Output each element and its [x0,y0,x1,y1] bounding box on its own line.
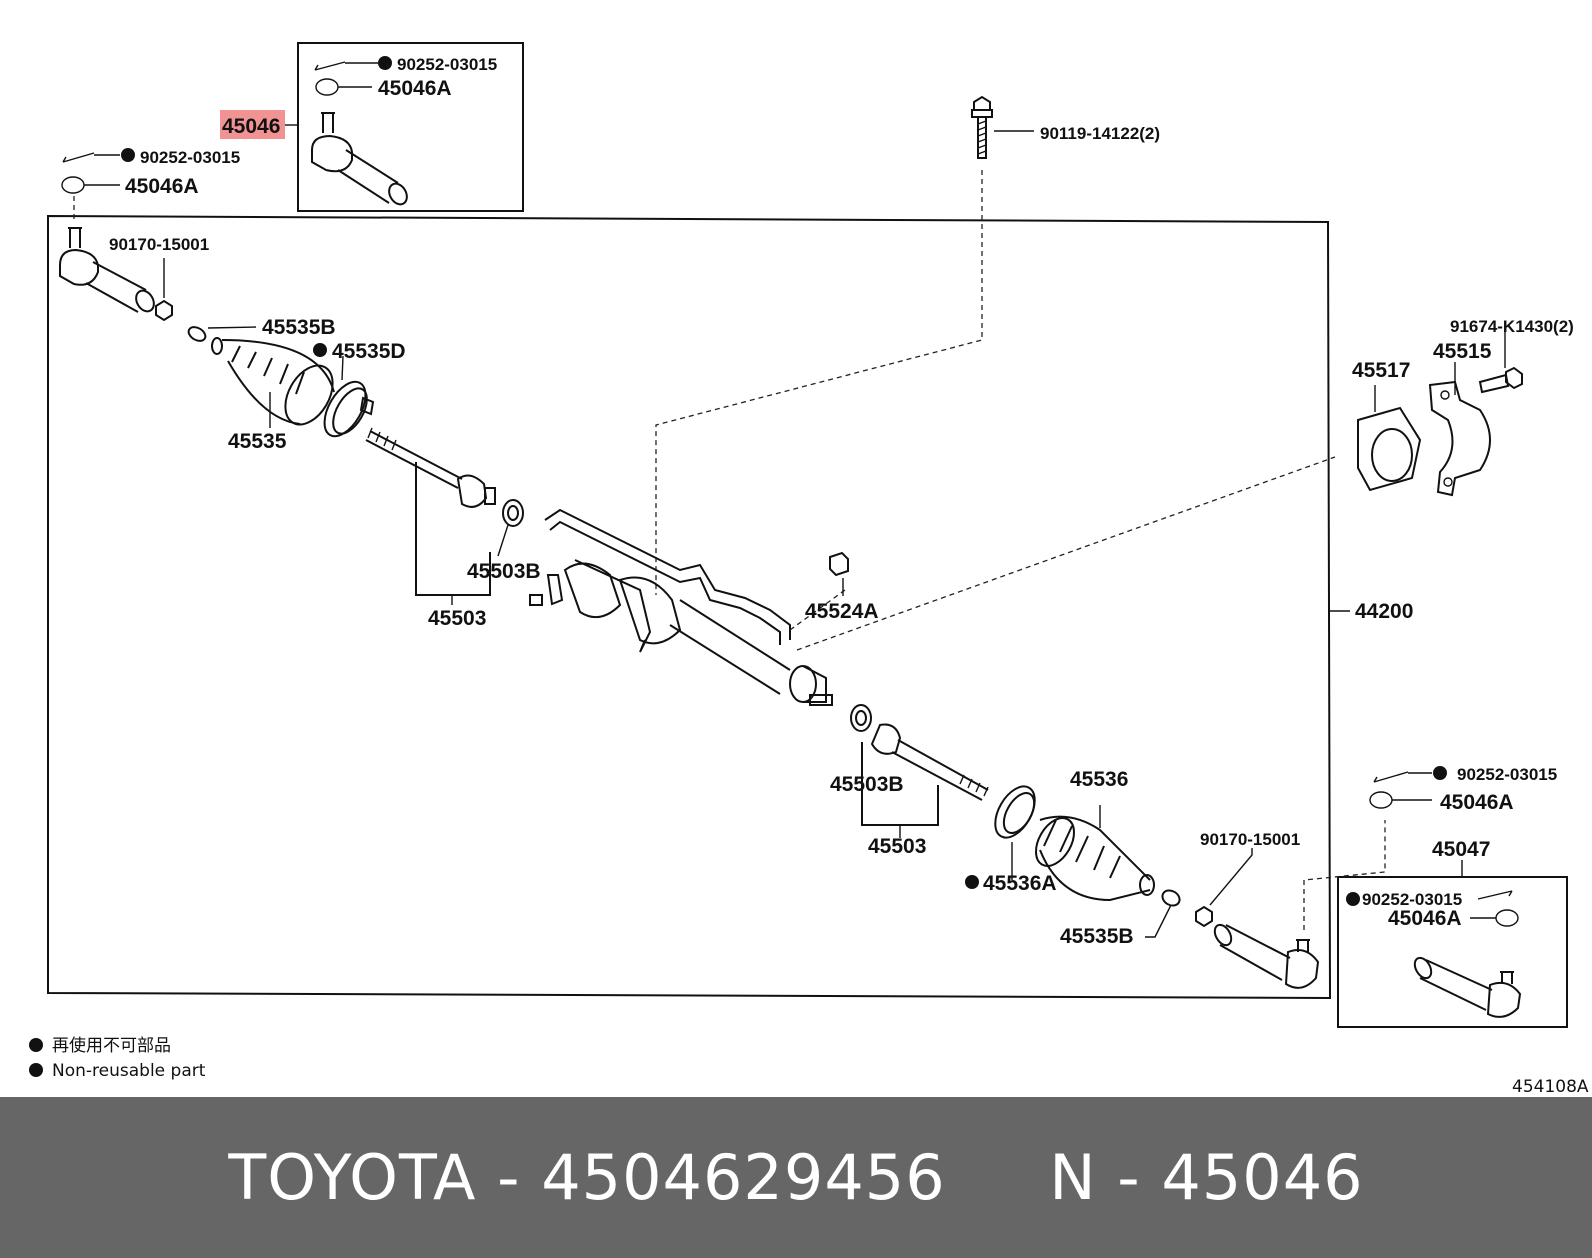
label-rod-right: 45503 [868,835,926,858]
label-right-nut: 45046A [1440,791,1514,814]
label-clamp-right-a: 45536A [983,872,1057,895]
label-clamp-left: 45535B [262,316,336,339]
label-inset-right-nut: 45046A [1388,907,1462,930]
label-clamp-right-b: 45535B [1060,925,1134,948]
mounting-bolt-icon [655,95,1034,595]
tie-rod-end-inset-right-icon [1346,860,1522,1018]
inset-box-right [1337,876,1568,1028]
cap-icon [829,551,849,596]
label-washer-right: 45503B [830,773,904,796]
label-inset-top-nut: 45046A [378,77,452,100]
tie-rod-end-left-icon [59,148,173,322]
legend-bullet-jp [29,1038,43,1052]
diagram-id: 454108A [1512,1077,1589,1097]
label-cap: 45524A [805,600,879,623]
label-boot-right: 45536 [1070,768,1128,791]
label-assembly: 44200 [1355,600,1413,623]
tie-rod-end-right-icon [1195,766,1447,989]
inner-rod-left-icon [365,427,524,605]
label-inset-right-part: 45047 [1432,838,1490,861]
footer-bar: TOYOTA - 4504629456 N - 45046 [0,1097,1592,1258]
nonreusable-dot-right [965,875,979,889]
bracket-icon [1428,328,1523,497]
label-washer-left: 45503B [467,560,541,583]
label-clamp-d: 45535D [332,340,406,363]
inset-box-top [297,42,524,212]
left-boot-group-icon [187,326,375,438]
label-left-nut: 45046A [125,175,199,198]
label-left-grease: 90170-15001 [109,235,209,254]
inner-rod-right-icon [850,704,989,838]
label-bracket: 45515 [1433,340,1492,363]
legend-bullet-en [29,1063,43,1077]
rack-housing-icon [529,456,1336,706]
label-right-clip: 90252-03015 [1457,765,1557,784]
legend-en: Non-reusable part [52,1061,206,1081]
assembly-frame [47,214,1332,1000]
label-bolt: 90119-14122(2) [1040,124,1160,143]
legend-jp: 再使用不可部品 [52,1035,171,1056]
label-boot-left: 45535 [228,430,287,453]
label-inset-top-clip: 90252-03015 [397,55,497,74]
label-grommet: 45517 [1352,359,1410,382]
label-left-clip: 90252-03015 [140,148,240,167]
label-inset-right-clip: 90252-03015 [1362,890,1462,909]
steering-rack-diagram: 90252-03015 45046A 45046 90252-03015 450… [29,42,1589,1097]
right-boot-group-icon [994,785,1181,938]
grommet-icon [1357,385,1422,492]
footer-part-number: TOYOTA - 4504629456 N - 45046 [228,1141,1364,1214]
highlight-marker [220,110,285,139]
label-right-grease: 90170-15001 [1200,830,1300,849]
label-highlighted-part: 45046 [222,115,280,138]
label-rod-left: 45503 [428,607,486,630]
label-bracket-bolt: 91674-K1430(2) [1450,317,1574,336]
tie-rod-end-top-icon [285,56,408,206]
